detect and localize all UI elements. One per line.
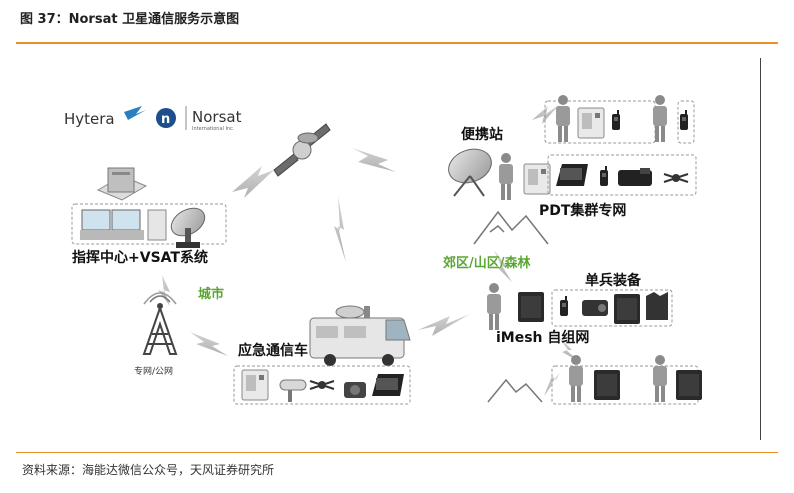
emergency-vehicle-label: 应急通信车 — [238, 343, 308, 359]
network-label: 专网/公网 — [134, 367, 174, 377]
portable-station-dish-icon — [448, 148, 492, 197]
vsat-dish-icon — [170, 207, 206, 248]
operator-person-icon — [499, 153, 513, 200]
pdt-equipment-box — [547, 154, 697, 196]
svg-text:n: n — [161, 112, 170, 127]
tower-icon — [142, 292, 178, 355]
emergency-vehicle-icon — [309, 305, 411, 366]
city-label: 城市 — [198, 287, 225, 302]
satellite-icon — [273, 123, 331, 177]
imesh-label: iMesh 自组网 — [496, 330, 590, 346]
radio-box — [677, 100, 695, 144]
svg-text:Norsat: Norsat — [192, 108, 242, 126]
mountain-icon — [473, 210, 549, 403]
title-rule — [16, 42, 778, 44]
single-soldier-box — [551, 289, 673, 327]
rural-area-label: 郊区/山区/森林 — [443, 256, 531, 271]
server-icon — [96, 167, 148, 201]
vehicle-equipment-box — [233, 365, 411, 405]
command-center-box — [71, 203, 227, 245]
imesh-person-icon — [487, 283, 501, 330]
norsat-logo: n Norsat International Inc. — [156, 106, 242, 132]
command-center-label: 指挥中心+VSAT系统 — [72, 250, 208, 266]
svg-text:International Inc.: International Inc. — [192, 126, 235, 132]
svg-text:Hytera: Hytera — [64, 110, 115, 128]
right-border-line — [760, 58, 761, 440]
portable-equipment-icons — [556, 95, 688, 142]
imesh-equipment-icons — [569, 355, 702, 402]
imesh-base-icon — [518, 292, 544, 322]
pdt-cluster-label: PDT集群专网 — [539, 203, 627, 219]
hytera-logo: Hytera — [64, 106, 146, 128]
workstation-icon — [80, 209, 167, 241]
source-rule — [16, 452, 778, 453]
figure-title: 图 37：Norsat 卫星通信服务示意图 — [20, 12, 240, 27]
station-box-icon — [523, 163, 551, 195]
vehicle-equipment-icons — [241, 369, 404, 402]
single-soldier-icons — [560, 292, 668, 324]
pdt-equipment-icons — [556, 164, 689, 186]
figure-source: 资料来源：海能达微信公众号，天风证券研究所 — [22, 463, 275, 477]
portable-station-label: 便携站 — [461, 127, 503, 143]
single-soldier-label: 单兵装备 — [585, 273, 641, 289]
